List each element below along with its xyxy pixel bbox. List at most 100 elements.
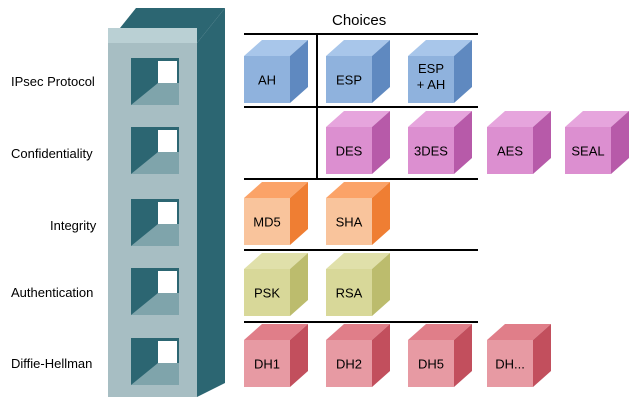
cube-side-face bbox=[372, 324, 390, 387]
cube-top-face bbox=[408, 111, 472, 127]
tower-window-light bbox=[158, 61, 177, 83]
choice-cube: DH5 bbox=[408, 324, 472, 387]
row-label-ipsec-protocol: IPsec Protocol bbox=[11, 74, 95, 89]
row-divider bbox=[244, 33, 478, 35]
cube-front-face bbox=[244, 340, 290, 387]
cube-side-face bbox=[290, 253, 308, 316]
row-divider bbox=[244, 106, 478, 108]
choice-label: DH5 bbox=[418, 357, 444, 372]
choice-label: 3DES bbox=[414, 144, 448, 159]
cube-front-face bbox=[326, 127, 372, 174]
cube-side-face bbox=[372, 253, 390, 316]
tower-window-light bbox=[158, 341, 177, 363]
choice-cube: PSK bbox=[244, 253, 308, 316]
tower-window-floor bbox=[131, 363, 179, 385]
cube-side-face bbox=[454, 111, 472, 174]
cube-top-face bbox=[408, 40, 472, 56]
choice-cube: DES bbox=[326, 111, 390, 174]
cube-top-face bbox=[326, 40, 390, 56]
cube-side-face bbox=[533, 324, 551, 387]
tower-window-floor bbox=[131, 152, 179, 174]
choice-label: DH... bbox=[495, 357, 525, 372]
cube-side-face bbox=[290, 182, 308, 245]
cube-top-face bbox=[487, 111, 551, 127]
cube-top-face bbox=[487, 324, 551, 340]
cube-side-face bbox=[372, 111, 390, 174]
choice-cube: SHA bbox=[326, 182, 390, 245]
tower-window-light bbox=[158, 271, 177, 293]
tower-window-floor bbox=[131, 293, 179, 315]
cube-front-face bbox=[565, 127, 611, 174]
cube-front-face bbox=[326, 198, 372, 245]
choice-label: + AH bbox=[417, 77, 446, 92]
cube-top-face bbox=[244, 253, 308, 269]
choice-label: ESP bbox=[418, 61, 444, 76]
choice-label: AES bbox=[497, 144, 523, 159]
choice-label: SHA bbox=[336, 215, 363, 230]
choice-cube: AES bbox=[487, 111, 551, 174]
choice-label: PSK bbox=[254, 286, 280, 301]
choice-cube: AH bbox=[244, 40, 308, 103]
tower-cap bbox=[108, 28, 197, 43]
choice-label: SEAL bbox=[571, 144, 604, 159]
cube-side-face bbox=[372, 40, 390, 103]
cube-front-face bbox=[326, 340, 372, 387]
row-label-integrity: Integrity bbox=[50, 218, 97, 233]
choice-cube: RSA bbox=[326, 253, 390, 316]
cube-top-face bbox=[408, 324, 472, 340]
cube-top-face bbox=[326, 324, 390, 340]
cube-side-face bbox=[290, 324, 308, 387]
choice-cube: 3DES bbox=[408, 111, 472, 174]
cube-top-face bbox=[244, 40, 308, 56]
row-divider bbox=[244, 178, 478, 180]
tower-window-light bbox=[158, 130, 177, 152]
framework-tower bbox=[108, 8, 225, 397]
cube-front-face bbox=[408, 56, 454, 103]
choice-label: DH1 bbox=[254, 357, 280, 372]
choice-label: ESP bbox=[336, 73, 362, 88]
choice-cube: ESP bbox=[326, 40, 390, 103]
row-label-authentication: Authentication bbox=[11, 285, 94, 300]
cube-side-face bbox=[290, 40, 308, 103]
cube-front-face bbox=[326, 269, 372, 316]
choice-label: AH bbox=[258, 73, 276, 88]
cube-side-face bbox=[372, 182, 390, 245]
cube-front-face bbox=[244, 56, 290, 103]
row-label-diffie-hellman: Diffie-Hellman bbox=[11, 356, 93, 371]
row-divider bbox=[244, 249, 478, 251]
cube-top-face bbox=[326, 182, 390, 198]
choice-cube: MD5 bbox=[244, 182, 308, 245]
cube-front-face bbox=[408, 127, 454, 174]
row-label-confidentiality: Confidentiality bbox=[11, 146, 93, 161]
tower-window-floor bbox=[131, 224, 179, 246]
cube-side-face bbox=[533, 111, 551, 174]
choice-label: RSA bbox=[336, 286, 363, 301]
column-divider bbox=[316, 33, 318, 178]
tower-window-light bbox=[158, 202, 177, 224]
cube-top-face bbox=[326, 253, 390, 269]
choice-cube: SEAL bbox=[565, 111, 629, 174]
choice-cube: ESP+ AH bbox=[408, 40, 472, 103]
cube-front-face bbox=[408, 340, 454, 387]
cube-front-face bbox=[244, 198, 290, 245]
cube-side-face bbox=[611, 111, 629, 174]
cube-front-face bbox=[244, 269, 290, 316]
cube-front-face bbox=[487, 340, 533, 387]
tower-window-floor bbox=[131, 83, 179, 105]
row-divider bbox=[244, 321, 478, 323]
choice-label: DES bbox=[336, 144, 363, 159]
tower-side-face bbox=[197, 8, 225, 397]
cube-side-face bbox=[454, 324, 472, 387]
cube-top-face bbox=[244, 182, 308, 198]
cube-top-face bbox=[244, 324, 308, 340]
choice-cube: DH1 bbox=[244, 324, 308, 387]
choices-header: Choices bbox=[332, 12, 387, 29]
cube-top-face bbox=[326, 111, 390, 127]
cube-side-face bbox=[454, 40, 472, 103]
cube-top-face bbox=[565, 111, 629, 127]
cube-front-face bbox=[326, 56, 372, 103]
choice-cube: DH... bbox=[487, 324, 551, 387]
cube-front-face bbox=[487, 127, 533, 174]
